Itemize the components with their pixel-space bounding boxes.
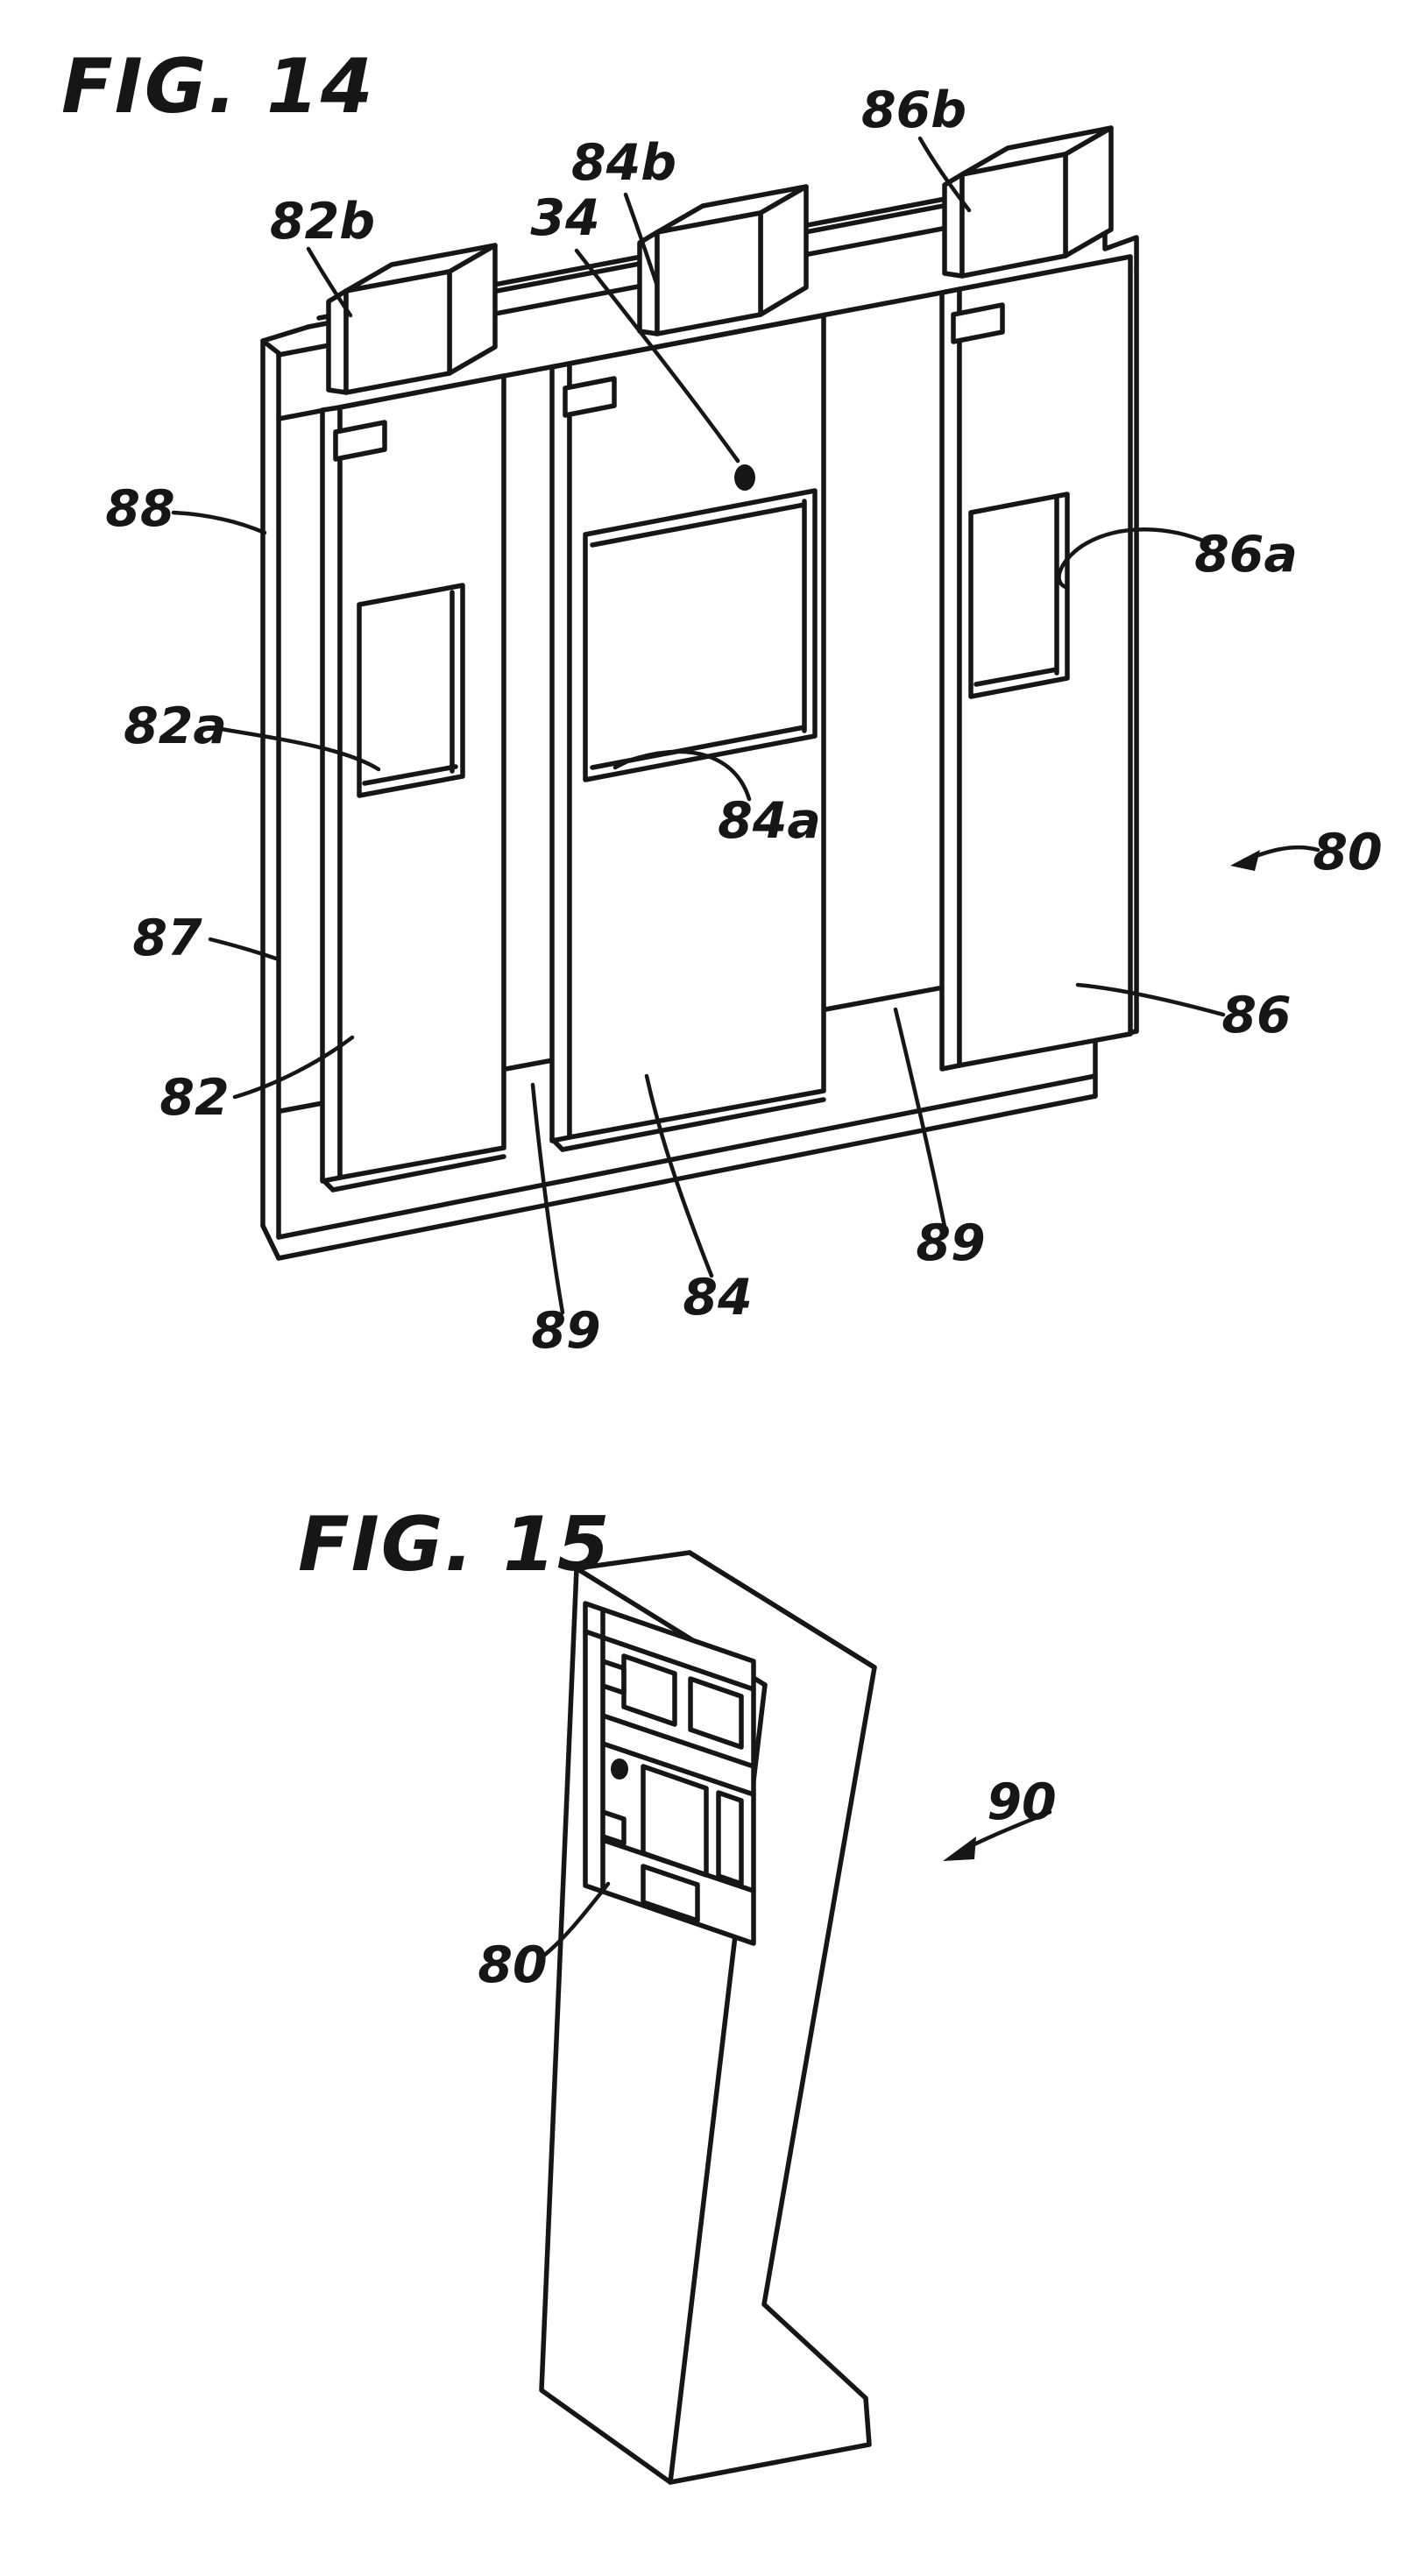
leader-88 — [171, 510, 267, 535]
ref-label-82a: 82a — [124, 697, 227, 755]
leader-84b — [623, 192, 660, 288]
under-rail-steps — [333, 302, 1005, 462]
leader-86 — [1075, 982, 1226, 1017]
ref-label-87: 87 — [132, 909, 202, 967]
middle-bar-84 — [549, 313, 826, 1152]
ref-label-86: 86 — [1221, 987, 1291, 1044]
leader-89-right — [893, 1007, 947, 1229]
leader-82a — [218, 726, 381, 772]
ref-label-34: 34 — [530, 189, 599, 247]
leader-86b — [917, 136, 972, 213]
leader-84 — [644, 1073, 714, 1278]
ref-label-89-right: 89 — [916, 1214, 985, 1272]
leader-84a — [612, 749, 752, 802]
figure-15-labels: FIG. 15 90 80 — [298, 1501, 1057, 1994]
leader-87 — [208, 937, 279, 961]
ref-label-88: 88 — [105, 480, 174, 538]
window-86a — [968, 492, 1070, 699]
figure-14-title: FIG. 14 — [61, 43, 375, 131]
mini-plate-80 — [583, 1601, 756, 1946]
leader-80-fig15 — [539, 1881, 611, 1960]
ref-label-90: 90 — [987, 1773, 1056, 1831]
leader-82b — [306, 246, 353, 318]
right-bar-86 — [939, 254, 1133, 1072]
mini-plate-dot — [611, 1759, 628, 1780]
figure-14-drawing: FIG. 14 82b 34 84b 86b 88 86a 82a 84a 80… — [61, 43, 1383, 1360]
ref-label-89-left: 89 — [531, 1302, 600, 1360]
figure-14-leaders — [171, 136, 1320, 1315]
tab-86b — [942, 125, 1114, 279]
ref-label-84a: 84a — [718, 792, 821, 850]
figure-14-labels: FIG. 14 82b 34 84b 86b 88 86a 82a 84a 80… — [61, 43, 1383, 1360]
window-82a — [357, 583, 465, 798]
ref-label-86b: 86b — [861, 81, 966, 139]
leader-89-left — [530, 1082, 565, 1315]
ref-label-84b: 84b — [571, 134, 676, 192]
tab-84b — [637, 184, 809, 336]
ref-label-80: 80 — [1313, 824, 1382, 881]
plate-left-edge — [260, 324, 311, 1240]
ref-label-80-fig15: 80 — [478, 1936, 547, 1994]
ref-label-86a: 86a — [1194, 526, 1298, 584]
ref-label-82b: 82b — [270, 193, 375, 251]
leader-34 — [574, 248, 740, 464]
window-84a — [583, 488, 818, 782]
left-bar-82 — [320, 373, 506, 1192]
figure-15-leaders — [539, 1809, 1052, 1960]
arrowhead-90 — [943, 1836, 976, 1861]
ref-label-82: 82 — [159, 1069, 229, 1127]
figure-15-title: FIG. 15 — [298, 1501, 612, 1589]
tab-82b — [326, 243, 498, 395]
arrowhead-80 — [1230, 850, 1260, 871]
leader-86a — [1057, 527, 1212, 590]
ref-label-84: 84 — [683, 1269, 752, 1327]
dot-34 — [734, 464, 755, 491]
figure-15-drawing: FIG. 15 90 80 — [298, 1501, 1057, 2485]
leader-82 — [232, 1035, 355, 1100]
